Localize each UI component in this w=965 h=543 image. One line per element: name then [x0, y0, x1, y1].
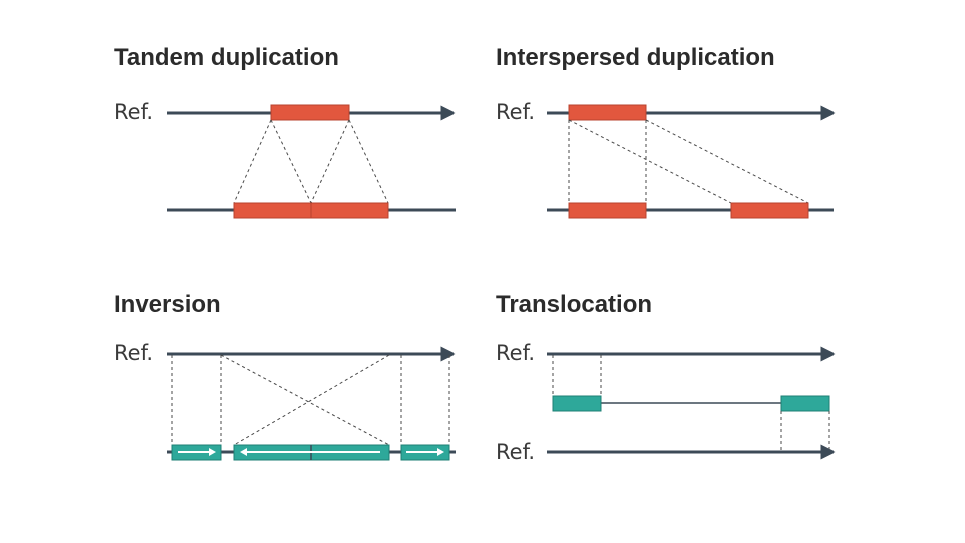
panel-translocation: Translocation Ref. Ref. [496, 291, 836, 464]
forward-arrowhead-icon [209, 448, 216, 456]
duplicated-segment-copy-2 [730, 202, 809, 219]
dashed-connector [233, 119, 272, 204]
dashed-connector [233, 354, 390, 446]
duplicated-segment-original [568, 104, 647, 121]
translocated-segment-right [780, 395, 830, 412]
duplicated-segment-copy-1 [233, 202, 312, 219]
panel-tandem-duplication: Tandem duplication Ref. [114, 44, 456, 219]
panel-title-translocation: Translocation [496, 291, 652, 318]
panel-inversion: Inversion Ref. [114, 291, 456, 461]
duplicated-segment-original [270, 104, 350, 121]
panel-title-tandem: Tandem duplication [114, 44, 339, 71]
dashed-connector [568, 119, 732, 204]
dashed-connector [270, 119, 312, 204]
ref-label-inversion: Ref. [114, 341, 153, 365]
ref-label-tandem: Ref. [114, 100, 153, 124]
dashed-connector [220, 354, 390, 446]
panel-title-interspersed: Interspersed duplication [496, 44, 775, 71]
ref-label-translocation-top: Ref. [496, 341, 535, 365]
panel-title-inversion: Inversion [114, 291, 221, 318]
duplicated-segment-copy-1 [568, 202, 647, 219]
reverse-arrowhead-icon [240, 448, 247, 456]
dashed-connector [645, 119, 809, 204]
dashed-connector [310, 119, 350, 204]
ref-label-translocation-bottom: Ref. [496, 440, 535, 464]
forward-arrowhead-icon [437, 448, 444, 456]
ref-label-interspersed: Ref. [496, 100, 535, 124]
translocated-segment-left [552, 395, 602, 412]
dashed-connector [348, 119, 389, 204]
duplicated-segment-copy-2 [310, 202, 389, 219]
panel-interspersed-duplication: Interspersed duplication Ref. [496, 44, 836, 219]
